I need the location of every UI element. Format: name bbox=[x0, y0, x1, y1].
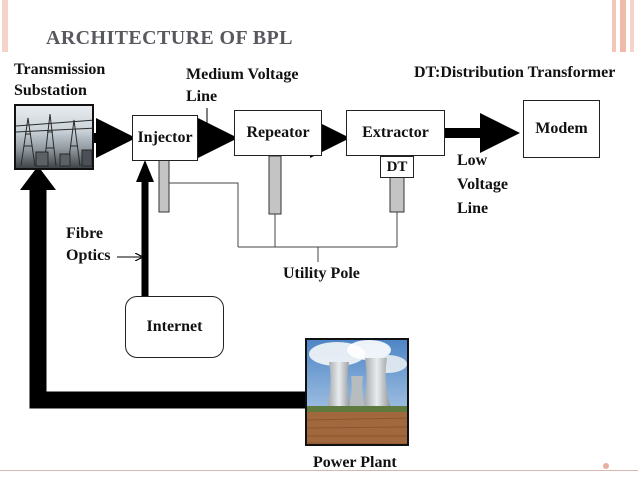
fibre-label-1: Fibre bbox=[66, 225, 104, 242]
extractor-label: Extractor bbox=[362, 124, 429, 141]
transmission-label-2: Substation bbox=[14, 82, 87, 99]
injector-label: Injector bbox=[137, 129, 193, 146]
corner-dot bbox=[603, 463, 609, 469]
low-voltage-label-1: Low bbox=[457, 152, 488, 169]
modem-box: Modem bbox=[523, 100, 600, 158]
transmission-label-1: Transmission bbox=[14, 61, 106, 78]
injector-box: Injector bbox=[132, 115, 198, 161]
medium-voltage-label-1: Medium Voltage bbox=[186, 66, 299, 83]
right-accent-bar-2 bbox=[620, 0, 626, 52]
extractor-coupler bbox=[389, 175, 405, 213]
dt-legend: DT:Distribution Transformer bbox=[414, 64, 616, 81]
repeator-coupler bbox=[268, 155, 282, 215]
bottom-rule bbox=[0, 470, 638, 471]
substation-photo bbox=[14, 104, 94, 170]
modem-label: Modem bbox=[535, 120, 588, 137]
medium-voltage-label-2: Line bbox=[186, 88, 218, 105]
injector-coupler bbox=[158, 159, 170, 213]
right-accent-bar-3 bbox=[630, 0, 634, 52]
low-voltage-label-3: Line bbox=[457, 200, 489, 217]
fibre-label-2: Optics bbox=[66, 247, 111, 264]
right-accent-bar-1 bbox=[612, 0, 616, 52]
low-voltage-label-2: Voltage bbox=[457, 176, 508, 193]
arrow-powerplant-to-substation bbox=[29, 185, 305, 409]
dt-box: DT bbox=[380, 156, 414, 178]
dt-label: DT bbox=[386, 158, 408, 175]
power-plant-photo bbox=[305, 338, 409, 446]
internet-label: Internet bbox=[146, 318, 203, 335]
utility-wire-injector bbox=[169, 182, 239, 247]
left-accent-bar bbox=[2, 0, 8, 52]
power-plant-label: Power Plant bbox=[313, 454, 397, 471]
extractor-box: Extractor bbox=[346, 110, 445, 156]
repeator-box: Repeator bbox=[234, 110, 322, 156]
utility-pole-label: Utility Pole bbox=[283, 265, 360, 282]
slide-title: ARCHITECTURE OF BPL bbox=[46, 27, 293, 49]
repeator-label: Repeator bbox=[246, 124, 310, 141]
internet-box: Internet bbox=[125, 296, 224, 358]
